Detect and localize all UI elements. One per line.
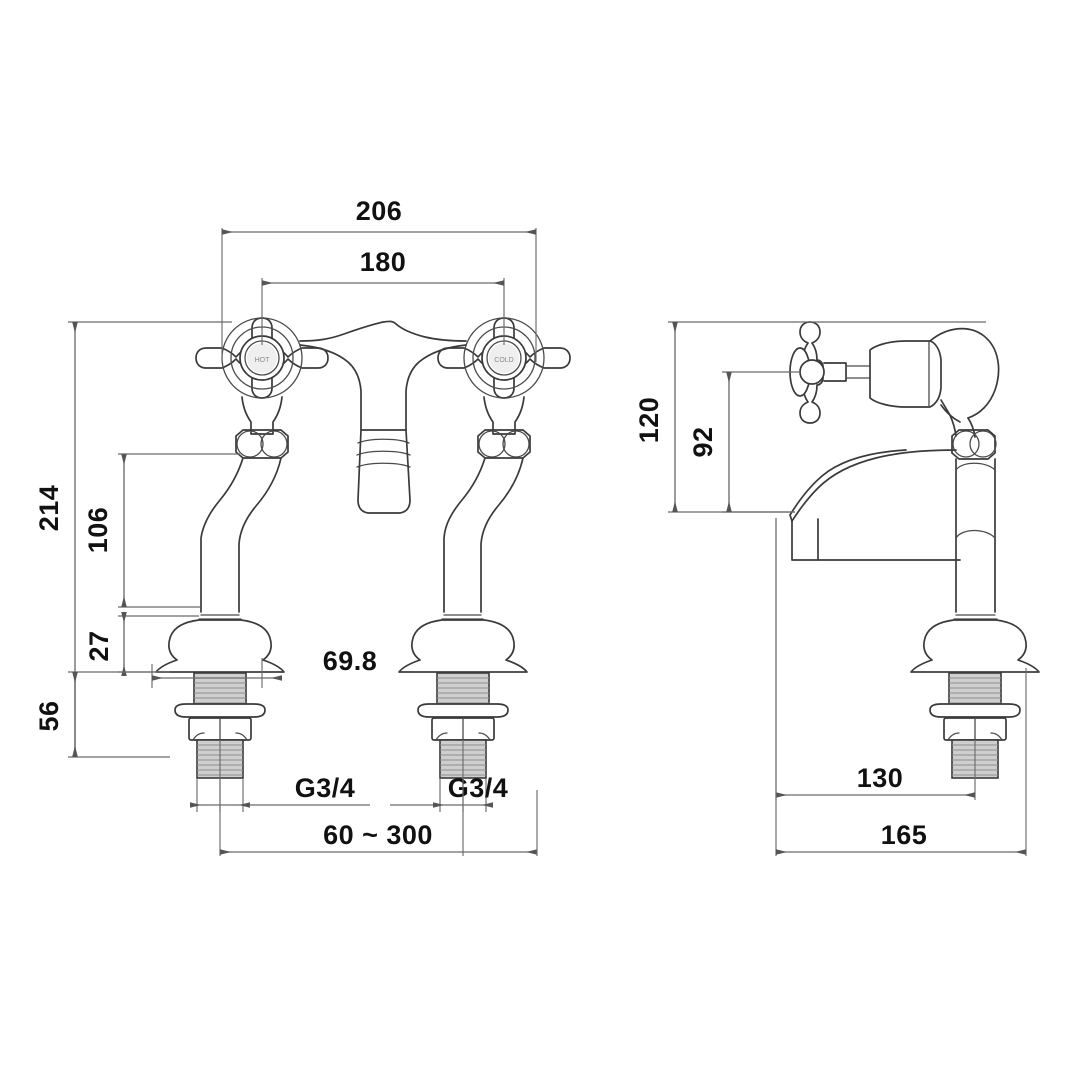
washer-side <box>929 703 1021 718</box>
swivel-spout-side <box>789 449 961 561</box>
handle-indicator-hot: HOT <box>255 357 271 364</box>
swan-neck-riser-left <box>155 457 285 673</box>
dim-label-60-300: 60 ~ 300 <box>323 820 433 850</box>
dim-thread-right: G3/4 <box>390 773 508 812</box>
fixing-nut-side <box>943 717 1007 741</box>
dim-label-69-8: 69.8 <box>323 646 378 676</box>
dim-adjustable-centres: 60 ~ 300 <box>219 740 538 856</box>
dim-label-g34-right: G3/4 <box>448 773 509 803</box>
dim-label-106: 106 <box>83 507 113 554</box>
dim-tail-length: 56 <box>34 671 170 757</box>
fixing-nut-left <box>188 717 252 741</box>
dim-label-27: 27 <box>84 630 114 661</box>
dim-label-214: 214 <box>34 485 64 532</box>
dim-label-206: 206 <box>356 196 403 226</box>
dim-label-56: 56 <box>34 700 64 731</box>
dim-leg-offset: 69.8 <box>151 646 378 688</box>
front-view-dimensions: 206 180 214 106 <box>34 196 538 856</box>
side-view-dimensions: 120 92 130 165 <box>634 321 1027 856</box>
cross-head-handle-cold: COLD <box>437 317 571 459</box>
front-elevation-view: HOT COLD <box>34 196 571 856</box>
fixing-nut-right <box>431 717 495 741</box>
dim-overall-depth: 165 <box>775 518 1027 856</box>
bonnet-nut-side <box>951 429 997 460</box>
dim-label-165: 165 <box>881 820 928 850</box>
dim-label-130: 130 <box>857 763 904 793</box>
washer-right <box>417 703 509 718</box>
swan-neck-riser-right <box>398 457 528 673</box>
handle-indicator-cold: COLD <box>494 357 513 364</box>
dim-spout-height: 92 <box>688 371 800 513</box>
swivel-spout <box>299 320 467 514</box>
riser-side <box>910 458 1040 673</box>
side-elevation-view: 120 92 130 165 <box>634 321 1040 856</box>
dim-leg-height: 106 <box>83 453 240 608</box>
dim-label-g34-left: G3/4 <box>295 773 356 803</box>
dim-overall-width: 206 <box>221 196 537 362</box>
dim-label-180: 180 <box>360 247 407 277</box>
dim-label-120: 120 <box>634 397 664 444</box>
washer-left <box>174 703 266 718</box>
dim-label-92: 92 <box>688 426 718 457</box>
dim-handle-centres: 180 <box>261 247 505 345</box>
